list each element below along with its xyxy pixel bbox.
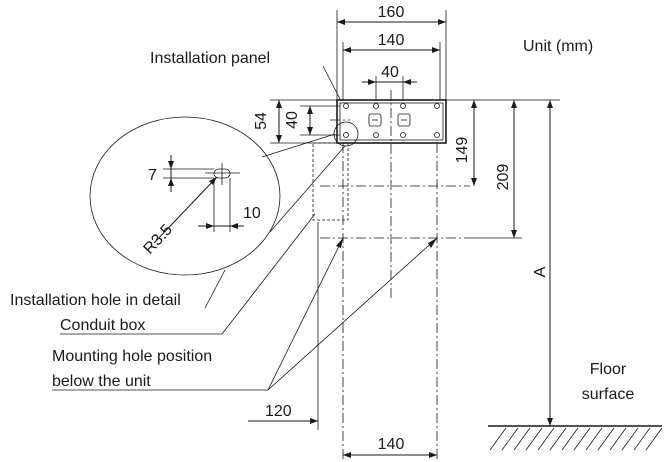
dimension-140-top-label: 140 bbox=[378, 32, 405, 49]
floor-label-line2: surface bbox=[582, 386, 635, 403]
floor-surface bbox=[488, 425, 663, 451]
dimension-40-top: 40 bbox=[362, 64, 417, 100]
dimension-40-top-label: 40 bbox=[381, 64, 399, 81]
dimension-a: A bbox=[532, 100, 553, 426]
installation-hole-leader bbox=[204, 269, 226, 309]
dimension-54: 54 bbox=[253, 99, 337, 144]
dimension-209: 209 bbox=[470, 100, 522, 239]
installation-panel-label: Installation panel bbox=[150, 50, 270, 67]
dimension-160: 160 bbox=[336, 4, 447, 100]
dimension-149-label: 149 bbox=[454, 137, 471, 164]
mounting-hole-label-line2: below the unit bbox=[52, 373, 151, 390]
dimension-7-label: 7 bbox=[148, 167, 157, 184]
floor-label-line1: Floor bbox=[590, 361, 627, 378]
dimension-160-label: 160 bbox=[378, 4, 405, 21]
dimension-40-side: 40 bbox=[284, 105, 340, 136]
conduit-box bbox=[312, 142, 349, 221]
radius-3-5-label: R3.5 bbox=[140, 221, 176, 257]
installation-panel bbox=[322, 65, 447, 144]
dimension-120-label: 120 bbox=[265, 403, 292, 420]
dimension-140-bottom-label: 140 bbox=[378, 436, 405, 453]
conduit-box-leader bbox=[221, 213, 316, 335]
dimension-140-bottom: 140 bbox=[343, 436, 437, 458]
mounting-hole-label-line1: Mounting hole position bbox=[52, 348, 212, 365]
dimension-40-side-label: 40 bbox=[284, 111, 301, 129]
center-lines bbox=[320, 90, 470, 460]
dimension-a-label: A bbox=[532, 266, 549, 277]
dimension-10-label: 10 bbox=[243, 205, 261, 222]
conduit-box-label: Conduit box bbox=[60, 317, 145, 334]
unit-label: Unit (mm) bbox=[523, 38, 593, 55]
installation-hole-detail-label: Installation hole in detail bbox=[10, 292, 181, 309]
detail-callout bbox=[89, 116, 359, 276]
dimension-54-label: 54 bbox=[253, 112, 270, 130]
dimension-120: 120 bbox=[248, 222, 319, 430]
hole-detail: 7 10 R3.5 bbox=[140, 155, 261, 258]
dimension-140-top: 140 bbox=[342, 32, 441, 100]
dimension-209-label: 209 bbox=[495, 164, 512, 191]
mounting-hole-leaders bbox=[267, 237, 438, 391]
dimension-149: 149 bbox=[446, 99, 560, 186]
